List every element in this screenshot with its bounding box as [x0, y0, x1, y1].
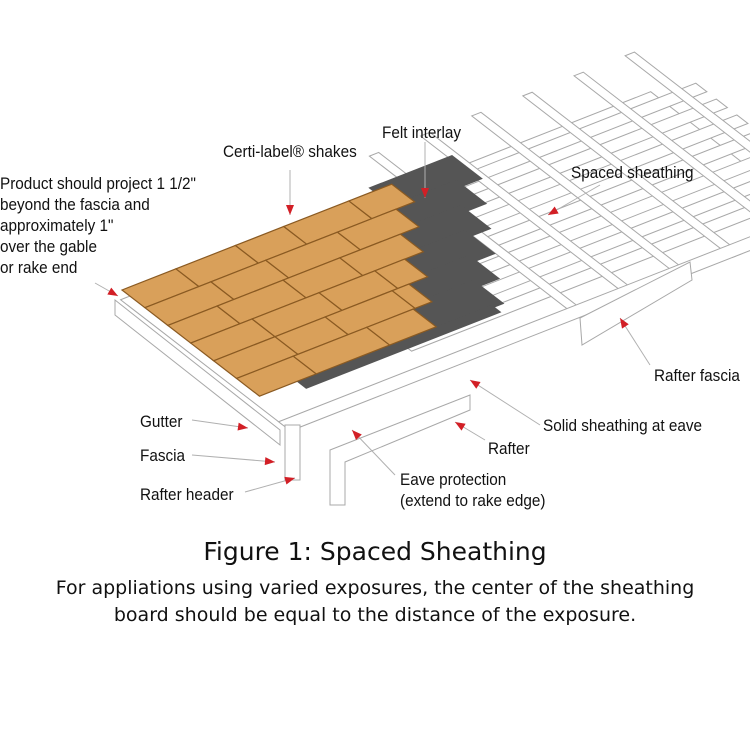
gutter-label: Gutter: [140, 412, 183, 431]
fascia-board: [284, 424, 301, 481]
rafter-header-arrow: [284, 476, 295, 485]
figure-title: Figure 1: Spaced Sheathing: [203, 537, 547, 566]
shake: [390, 283, 434, 310]
solid-sheathing-arrow: [470, 380, 481, 389]
caption-line: For appliations using varied exposures, …: [55, 577, 695, 599]
note-line: beyond the fascia and: [0, 195, 150, 214]
felt-interlay-label: Felt interlay: [382, 123, 462, 142]
caption-line: board should be equal to the distance of…: [113, 604, 637, 626]
note-line: over the gable: [0, 237, 97, 256]
shake: [365, 308, 438, 346]
arrow-markers: [107, 188, 629, 485]
solid-sheathing-leader: [469, 379, 541, 426]
gable-projection-arrow: [107, 287, 118, 296]
eave-line: Eave protection: [400, 470, 507, 489]
rafter-fascia-label: Rafter fascia: [654, 366, 740, 385]
eave-protection-label: Eave protection (extend to rake edge): [400, 469, 545, 511]
eave-protection-arrow: [352, 430, 362, 440]
fascia-arrow: [264, 457, 275, 466]
rafter-fascia-arrow: [620, 318, 629, 329]
note-line: Product should project 1 1/2": [0, 174, 196, 193]
felt-arrow: [421, 188, 429, 198]
rafter-header-label: Rafter header: [140, 485, 234, 504]
fascia-leader: [191, 454, 276, 463]
figure-caption: For appliations using varied exposures, …: [0, 575, 750, 629]
product-projection-note: Product should project 1 1/2" beyond the…: [0, 173, 196, 278]
gutter-arrow: [237, 422, 248, 431]
gutter: [114, 298, 281, 447]
note-line: approximately 1": [0, 216, 114, 235]
shake: [347, 183, 416, 220]
rafter-fascia-end: [579, 261, 693, 346]
rafter-header: [329, 394, 471, 506]
shake: [338, 233, 425, 277]
shake-courses: [120, 183, 438, 397]
shakes-label: Certi-label® shakes: [223, 142, 357, 161]
solid-sheathing-label: Solid sheathing at eave: [543, 416, 703, 435]
eave-line: (extend to rake edge): [400, 491, 546, 510]
rafter-arrow: [455, 422, 466, 431]
fascia-label: Fascia: [140, 446, 186, 465]
rafter: [624, 51, 750, 153]
rafter-label: Rafter: [488, 439, 530, 458]
spaced-sheathing-label: Spaced sheathing: [571, 163, 694, 182]
shake: [336, 208, 421, 251]
note-line: or rake end: [0, 258, 78, 277]
eave-protection-membrane: [296, 304, 502, 389]
spaced-sheathing-arrow: [548, 206, 559, 215]
spaced-sheathing-leader: [547, 184, 601, 216]
rafter: [572, 71, 750, 213]
eave-protection-leader: [351, 429, 396, 476]
shake: [373, 258, 429, 290]
shakes-arrow: [286, 205, 294, 215]
